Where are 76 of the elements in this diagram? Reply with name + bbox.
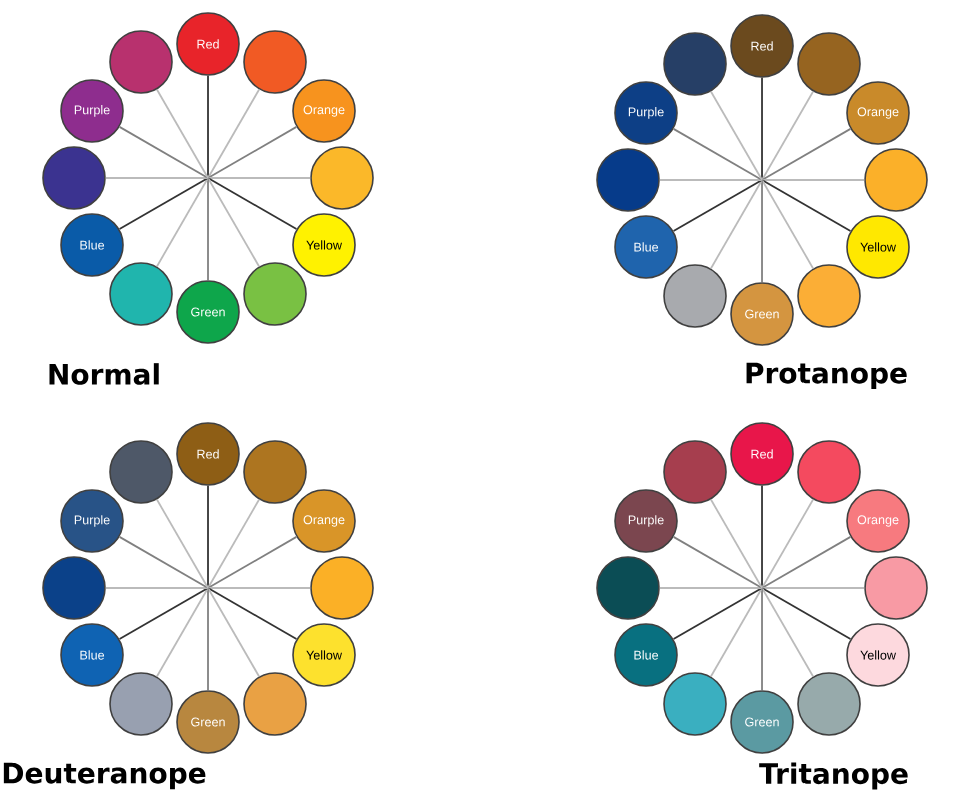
color-circle [864, 556, 928, 620]
spoke-line [207, 498, 260, 589]
color-circle [243, 440, 307, 504]
color-circle [243, 672, 307, 736]
spoke-line [761, 587, 763, 692]
color-circle [663, 32, 727, 96]
spoke-line [672, 587, 763, 640]
spoke-line [761, 179, 763, 284]
spoke-line [207, 587, 209, 692]
spoke-line [207, 88, 260, 179]
caption: Tritanope [759, 762, 908, 790]
spoke-line [761, 90, 814, 181]
spoke-line [761, 128, 852, 181]
color-circle [109, 672, 173, 736]
color-circle [310, 146, 374, 210]
caption: Deuteranope [3, 762, 206, 790]
color-circle [109, 440, 173, 504]
spoke-line [118, 587, 209, 640]
spoke-line [156, 498, 209, 589]
spoke-line [207, 587, 260, 678]
spoke-line [672, 128, 763, 181]
color-circle [42, 556, 106, 620]
spoke-line [207, 536, 298, 589]
spoke-line [761, 76, 763, 181]
spoke-line [207, 587, 312, 589]
spoke-line [207, 126, 298, 179]
spoke-line [207, 74, 209, 179]
spoke-line [761, 587, 852, 640]
spoke-line [118, 177, 209, 230]
color-circle [596, 148, 660, 212]
spoke-line [710, 90, 763, 181]
color-circle [243, 30, 307, 94]
spoke-line [118, 536, 209, 589]
spoke-line [761, 179, 814, 270]
color-circle [864, 148, 928, 212]
color-circle [797, 672, 861, 736]
spoke-line [207, 587, 298, 640]
color-circle [310, 556, 374, 620]
spoke-line [672, 179, 763, 232]
color-circle [663, 264, 727, 328]
color-circle [596, 556, 660, 620]
spoke-line [104, 587, 209, 589]
spoke-line [658, 587, 763, 589]
spoke-line [710, 498, 763, 589]
color-circle [797, 440, 861, 504]
spoke-line [710, 587, 763, 678]
spoke-line [761, 498, 814, 589]
spoke-line [207, 177, 298, 230]
spoke-line [761, 484, 763, 589]
spoke-line [104, 177, 209, 179]
spoke-line [156, 177, 209, 268]
spoke-line [761, 179, 866, 181]
caption: Protanope [746, 362, 907, 390]
color-circle [109, 262, 173, 326]
spoke-line [672, 536, 763, 589]
spoke-line [207, 484, 209, 589]
spoke-line [156, 587, 209, 678]
spoke-line [761, 587, 866, 589]
color-circle [109, 30, 173, 94]
spoke-line [710, 179, 763, 270]
color-circle [797, 264, 861, 328]
spoke-line [761, 179, 852, 232]
spoke-line [207, 177, 260, 268]
color-circle [663, 440, 727, 504]
spoke-line [156, 88, 209, 179]
spoke-line [761, 587, 814, 678]
color-circle [797, 32, 861, 96]
spoke-line [207, 177, 209, 282]
spoke-line [761, 536, 852, 589]
color-circle [243, 262, 307, 326]
color-circle [663, 672, 727, 736]
color-circle [42, 146, 106, 210]
spoke-line [207, 177, 312, 179]
spoke-line [658, 179, 763, 181]
caption: Normal [49, 363, 159, 385]
spoke-line [118, 126, 209, 179]
